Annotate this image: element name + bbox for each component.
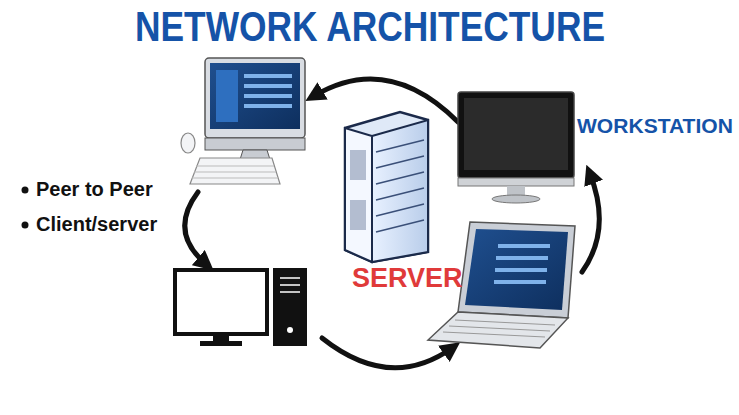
bullet-dots bbox=[22, 187, 29, 229]
desktop-computer bbox=[175, 268, 307, 346]
server-rack bbox=[345, 112, 428, 262]
device-label: WORKSTATION bbox=[577, 114, 733, 137]
title-heading: NETWORK ARCHITECTURE bbox=[135, 4, 605, 50]
imac-computer bbox=[181, 58, 305, 184]
workstation-monitor bbox=[458, 92, 574, 203]
bullet-item: Peer to Peer bbox=[36, 178, 153, 200]
device-label: SERVER bbox=[352, 264, 463, 294]
bullet-item: Client/server bbox=[36, 213, 157, 235]
